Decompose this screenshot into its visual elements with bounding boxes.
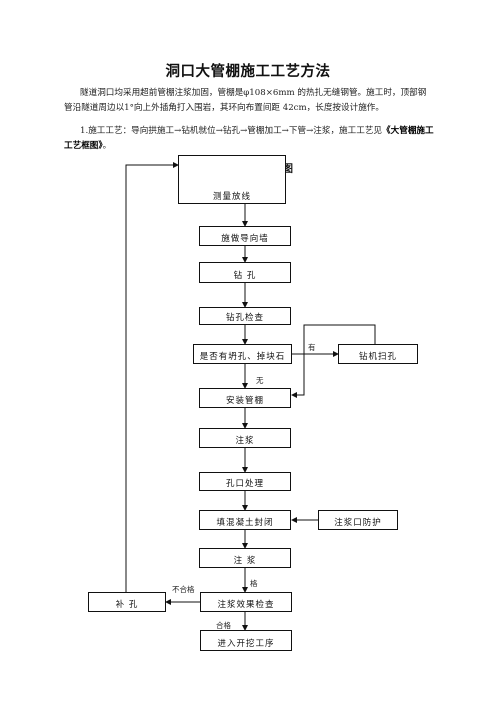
step-survey: 测量放线 [178, 155, 286, 204]
process-suffix: 。 [102, 141, 112, 151]
process-paragraph: 1.施工工艺：导向拱施工→钻机就位→钻孔→管棚加工→下管→注浆，施工工艺见《大管… [64, 124, 434, 154]
step-install-pipe: 安装管棚 [199, 388, 291, 408]
intro-paragraph: 隧道洞口均采用超前管棚注浆加固，管棚是φ108×6mm 的热扎无缝钢管。施工时，… [64, 88, 427, 113]
step-drill-check: 钻孔检查 [199, 307, 291, 325]
step-guide-wall: 施做导向墙 [199, 226, 291, 246]
step-drill: 钻 孔 [199, 262, 291, 283]
label-yes: 有 [308, 343, 316, 352]
step-concrete-seal: 填混凝土封闭 [199, 510, 291, 530]
label-pass: 合格 [216, 621, 231, 630]
page-title: 洞口大管棚施工工艺方法 [165, 63, 331, 80]
step-grouting-2: 注 浆 [199, 548, 291, 568]
step-excavation: 进入开挖工序 [200, 630, 292, 651]
side-redrill: 钻机扫孔 [338, 344, 418, 364]
process-text: 1.施工工艺：导向拱施工→钻机就位→钻孔→管棚加工→下管→注浆，施工工艺见 [80, 126, 383, 136]
step-collapse-check: 是否有坍孔、掉块石 [193, 344, 292, 364]
step-hole-treatment: 孔口处理 [199, 472, 291, 491]
side-rebore: 补 孔 [88, 592, 166, 612]
label-fail-2: 格 [250, 579, 258, 588]
label-no: 无 [256, 376, 264, 385]
process-figure-ref: 《大管棚施工工艺框图》 [64, 126, 434, 151]
label-fail: 不合格 [172, 585, 195, 594]
side-anti-leak: 注浆口防护 [318, 510, 398, 530]
step-grouting-1: 注浆 [199, 428, 291, 448]
step-grout-check: 注浆效果检查 [200, 592, 292, 612]
